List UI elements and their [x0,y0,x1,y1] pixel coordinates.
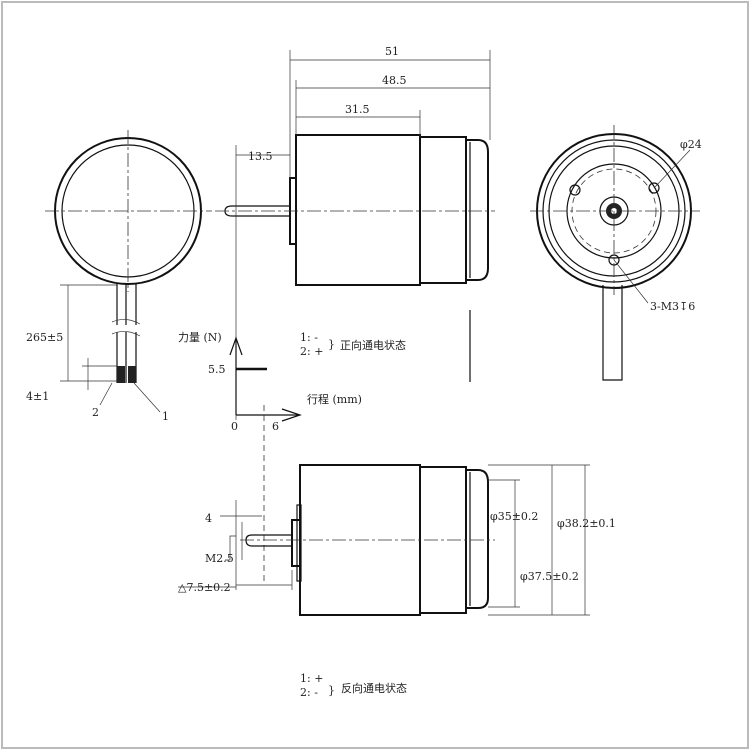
dim-51: 51 [385,45,399,58]
dim-13-5: 13.5 [248,150,273,163]
front-circle-view [45,130,212,413]
bolt-circle-dim: φ24 [680,138,702,151]
force-stroke-graph [229,336,302,585]
mount-holes-dim: 3-M3↧6 [650,300,695,313]
reverse-brace: } [328,684,335,697]
forward-line2: 2: + [300,345,323,358]
forward-line1: 1: - [300,331,318,344]
stroke-value: 6 [272,420,279,433]
body-diameter-dim: φ37.5±0.2 [520,570,579,583]
force-value: 5.5 [208,363,226,376]
outer-diameter-dim: φ38.2±0.1 [557,517,616,530]
shaft-dim-4: 4 [205,512,212,525]
dim-31-5: 31.5 [345,103,370,116]
origin-label: 0 [231,420,238,433]
bottom-motor-side-view [178,464,590,616]
strip-length-dim: 4±1 [26,390,49,403]
thread-dim: M2.5 [205,552,234,565]
stroke-axis-label: 行程 (mm) [307,393,362,406]
reverse-line2: 2: - [300,686,318,699]
rear-end-view [530,125,700,381]
forward-brace: } [328,338,335,351]
top-motor-side-view [215,50,495,420]
stroke-dim: △7.5±0.2 [178,581,231,594]
lead-2-label: 2 [92,406,99,419]
cap-diameter-dim: φ35±0.2 [490,510,538,523]
forward-state-label: 正向通电状态 [340,338,406,352]
dim-48-5: 48.5 [382,74,407,87]
force-axis-label: 力量 (N) [178,331,222,344]
reverse-line1: 1: + [300,672,323,685]
reverse-state-label: 反向通电状态 [341,681,407,695]
lead-length-dim: 265±5 [26,331,63,344]
lead-1-label: 1 [162,410,169,423]
